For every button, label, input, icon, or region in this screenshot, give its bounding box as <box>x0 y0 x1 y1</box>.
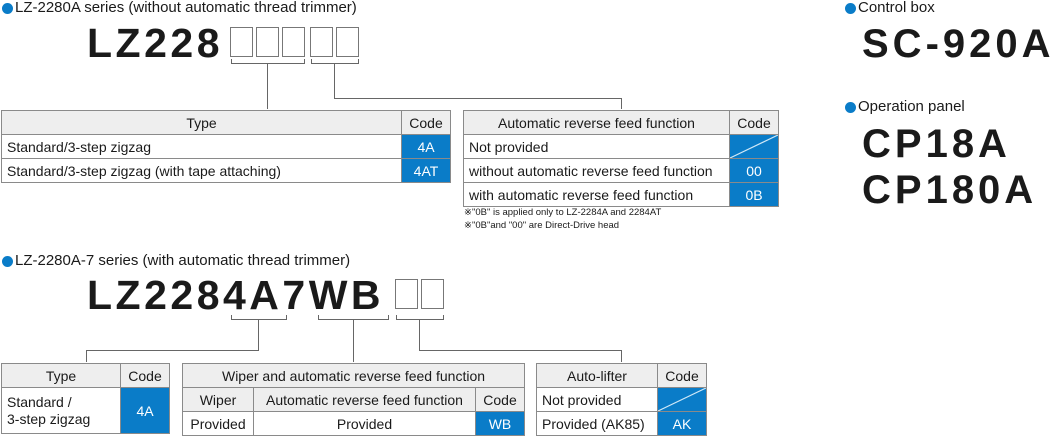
code-slot <box>310 27 333 57</box>
column-header: Type <box>1 363 121 388</box>
bracket-line <box>358 59 359 63</box>
connector-line <box>621 350 622 362</box>
bracket-line <box>231 319 287 320</box>
column-header: Wiper <box>182 387 254 412</box>
connector-line <box>86 350 259 351</box>
section2-wiper-table: Wiper and automatic reverse feed functio… <box>182 363 525 436</box>
column-header: Auto-lifter <box>536 363 658 388</box>
connector-line <box>353 319 354 362</box>
connector-line <box>419 350 622 351</box>
bracket-line <box>231 63 305 64</box>
connector-line <box>258 319 259 350</box>
code-slot <box>230 27 253 57</box>
column-header: Automatic reverse feed function <box>253 387 476 412</box>
not-applicable-cell <box>729 134 779 159</box>
bracket-line <box>231 59 232 63</box>
bracket-line <box>388 315 389 319</box>
column-header: Type <box>1 110 402 135</box>
table-row: with automatic reverse feed function 0B <box>463 182 779 207</box>
connector-line <box>419 319 420 350</box>
connector-line <box>267 63 268 109</box>
bracket-line <box>311 63 359 64</box>
bullet-icon <box>2 256 13 267</box>
table-row: Provided Provided WB <box>182 411 525 436</box>
bracket-line <box>304 59 305 63</box>
code-slot <box>256 27 279 57</box>
table-row: Not provided <box>463 134 779 159</box>
section2-lifter-table: Auto-lifter Code Not provided Provided (… <box>536 363 707 436</box>
operation-panel-model: CP180A <box>862 168 1038 212</box>
control-box-model: SC-920A <box>862 22 1055 66</box>
section1-model-prefix: LZ228 <box>87 20 223 66</box>
code-slot <box>336 27 359 57</box>
column-header: Code <box>657 363 707 388</box>
table-title: Wiper and automatic reverse feed functio… <box>182 363 525 388</box>
table-row: without automatic reverse feed function … <box>463 158 779 183</box>
not-applicable-cell <box>657 387 707 412</box>
table-row: Not provided <box>536 387 707 412</box>
bracket-line <box>286 315 287 319</box>
column-header: Code <box>475 387 525 412</box>
connector-line <box>334 98 622 99</box>
footnote: ※"0B" is applied only to LZ-2284A and 22… <box>464 207 662 218</box>
table-row: Standard/3-step zigzag 4A <box>1 134 451 159</box>
section1-heading: LZ-2280A series (without automatic threa… <box>15 0 357 16</box>
table-row: Provided (AK85) AK <box>536 411 707 436</box>
operation-panel-model: CP18A <box>862 122 1011 166</box>
bracket-line <box>396 315 397 319</box>
code-slot <box>421 279 444 309</box>
column-header: Code <box>120 363 170 388</box>
column-header: Code <box>401 110 451 135</box>
connector-line <box>86 350 87 362</box>
code-slot <box>282 27 305 57</box>
bullet-icon <box>845 3 856 14</box>
bullet-icon <box>845 102 856 113</box>
section2-heading: LZ-2280A-7 series (with automatic thread… <box>15 252 351 269</box>
code-slot <box>395 279 418 309</box>
bracket-line <box>231 315 232 319</box>
bracket-line <box>311 59 312 63</box>
section1-type-table: Type Code Standard/3-step zigzag 4A Stan… <box>1 110 451 183</box>
column-header: Automatic reverse feed function <box>463 110 730 135</box>
bracket-line <box>396 319 444 320</box>
section2-model-prefix: LZ2284A7WB <box>87 272 385 318</box>
operation-panel-heading: Operation panel <box>858 98 965 115</box>
section1-reverse-table: Automatic reverse feed function Code Not… <box>463 110 779 207</box>
table-row: Standard/3-step zigzag (with tape attach… <box>1 158 451 183</box>
control-box-heading: Control box <box>858 0 935 16</box>
bracket-line <box>318 315 319 319</box>
bracket-line <box>443 315 444 319</box>
column-header: Code <box>729 110 779 135</box>
connector-line <box>621 98 622 109</box>
connector-line <box>334 63 335 98</box>
table-row: Standard / 3-step zigzag 4A <box>1 387 170 434</box>
bullet-icon <box>2 3 13 14</box>
section2-type-table: Type Code Standard / 3-step zigzag 4A <box>1 363 170 434</box>
footnote: ※"0B"and "00" are Direct-Drive head <box>464 220 620 231</box>
